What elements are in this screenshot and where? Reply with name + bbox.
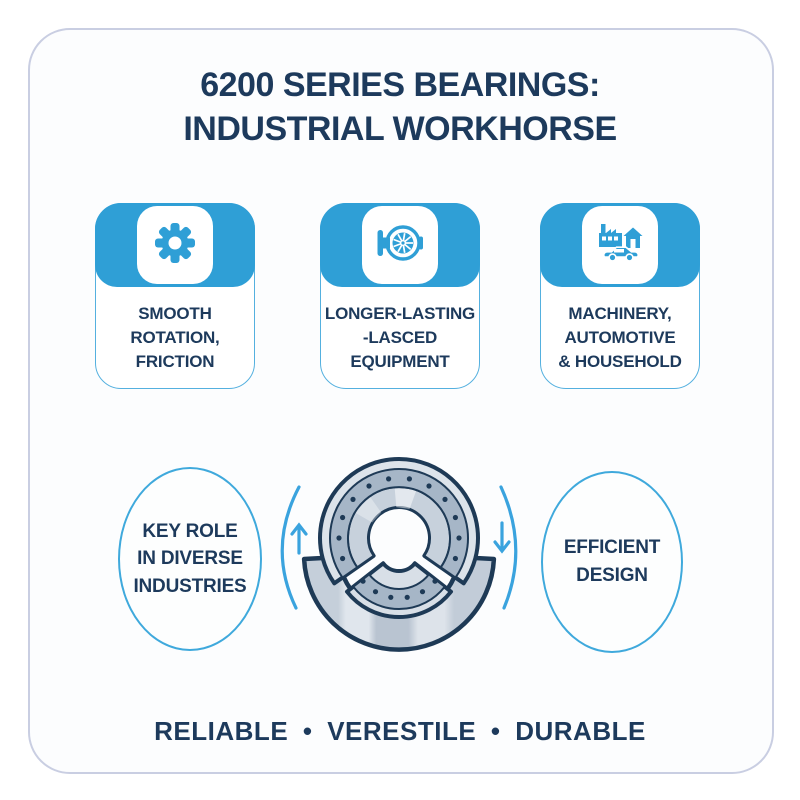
bubble-label: EFFICIENT DESIGN [563,537,661,586]
up-arrow-icon [290,522,308,555]
bubble-label: KEY ROLE IN DIVERSE INDUSTRIES [133,520,247,597]
turbo-bearing-icon [376,219,424,272]
bottom-segment-balls [360,578,438,600]
card-header [540,203,700,287]
feature-card-applications: MACHINERY, AUTOMOTIVE & HOUSEHOLD [540,203,700,389]
right-arc [499,485,518,610]
machinery-home-car-icon [596,219,644,272]
feature-card-longer-lasting: LONGER-LASTING -LASCED EQUIPMENT [320,203,480,389]
top-ring-balls [336,476,462,562]
footer-tagline: RELIABLE • VERESTILE • DURABLE [154,716,646,746]
card-label: MACHINERY, AUTOMOTIVE & HOUSEHOLD [558,303,682,372]
card-header [320,203,480,287]
rotation-arrows [280,485,518,610]
gear-icon [151,219,199,272]
card-header [95,203,255,287]
card-label: LONGER-LASTING -LASCED EQUIPMENT [324,303,476,372]
icon-tile [137,206,213,284]
left-arc [280,485,301,610]
bearing-top-ring [318,457,480,586]
feature-card-smooth-rotation: SMOOTH ROTATION, FRICTION [95,203,255,389]
card-label: SMOOTH ROTATION, FRICTION [130,303,220,372]
bearing-bottom-segment [345,561,453,620]
down-arrow-icon [493,521,511,554]
bubble-efficient-design: EFFICIENT DESIGN [541,471,683,653]
bubble-key-role: KEY ROLE IN DIVERSE INDUSTRIES [118,467,262,651]
icon-tile [362,206,438,284]
page-title: 6200 SERIES BEARINGS: INDUSTRIAL WORKHOR… [183,66,617,148]
ball-bearing-illustration [259,408,539,688]
icon-tile [582,206,658,284]
